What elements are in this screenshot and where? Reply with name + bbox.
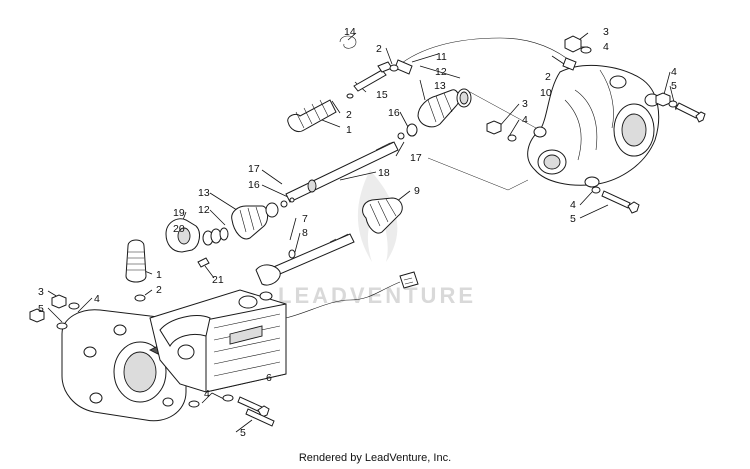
callout-13: 13	[434, 80, 446, 92]
callout-6: 6	[266, 372, 272, 384]
center-boot	[362, 197, 403, 234]
left-hardware	[29, 294, 275, 427]
callout-17b: 17	[248, 163, 260, 175]
upper-boot	[287, 99, 337, 133]
shaft-seal-cluster	[231, 197, 295, 240]
callout-16: 16	[388, 107, 400, 119]
callout-13b: 13	[198, 187, 210, 199]
callout-16b: 16	[248, 179, 260, 191]
callout-20: 20	[173, 223, 185, 235]
watermark: LEADVENTURE	[278, 170, 476, 308]
callout-5c: 5	[38, 303, 44, 315]
callout-19: 19	[173, 207, 185, 219]
callout-1: 1	[346, 124, 352, 136]
drive-shaft	[285, 141, 399, 203]
callout-4e: 4	[94, 293, 100, 305]
callout-14: 14	[344, 26, 356, 38]
callout-labels: 14 2 11 12 13 15 2 1 16 17 3 4 2 10 4 5 …	[38, 26, 677, 439]
upper-right-hardware	[486, 35, 706, 214]
callout-12b: 12	[198, 204, 210, 216]
callout-2d: 2	[156, 284, 162, 296]
callout-3b: 3	[522, 98, 528, 110]
watermark-text: LEADVENTURE	[278, 283, 476, 308]
callout-11: 11	[436, 51, 447, 63]
callout-9: 9	[414, 185, 420, 197]
rear-gearcase-housing	[527, 64, 660, 188]
callout-3c: 3	[38, 286, 44, 298]
callout-8: 8	[302, 227, 308, 239]
callout-2c: 2	[545, 71, 551, 83]
callout-7: 7	[302, 213, 308, 225]
callout-12: 12	[435, 66, 447, 78]
callout-21: 21	[212, 274, 224, 286]
callout-5b: 5	[570, 213, 576, 225]
flange-and-seals	[165, 218, 229, 268]
footer-credit: Rendered by LeadVenture, Inc.	[298, 452, 452, 464]
lower-boot	[125, 239, 147, 302]
callout-4: 4	[603, 41, 609, 53]
callout-5: 5	[671, 80, 677, 92]
speedometer-cable	[394, 37, 577, 75]
callout-3: 3	[603, 26, 609, 38]
callout-2: 2	[376, 43, 382, 55]
gearbox-assembly	[149, 289, 287, 393]
output-axle	[255, 233, 355, 286]
callout-1b: 1	[156, 269, 162, 281]
callout-5d: 5	[240, 427, 246, 439]
callout-4d: 4	[570, 199, 576, 211]
callout-18: 18	[378, 167, 390, 179]
clip-and-pin	[339, 35, 399, 99]
callout-2b: 2	[346, 109, 352, 121]
callout-10: 10	[540, 87, 552, 99]
callout-4f: 4	[204, 388, 210, 400]
wire-harness	[285, 271, 419, 319]
callout-4c: 4	[522, 114, 528, 126]
upper-cv-boot	[397, 88, 472, 140]
callout-15: 15	[376, 89, 388, 101]
callout-17: 17	[410, 152, 422, 164]
callout-4b: 4	[671, 66, 677, 78]
